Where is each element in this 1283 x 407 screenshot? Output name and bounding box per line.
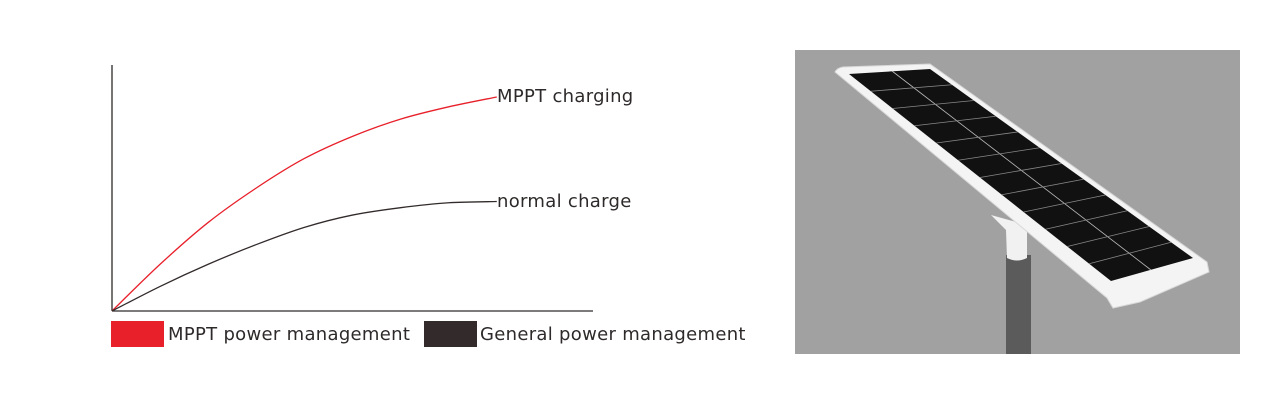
- legend-swatch-general: [424, 321, 477, 347]
- legend-swatch-mppt: [111, 321, 164, 347]
- legend-label-mppt: MPPT power management: [168, 324, 411, 345]
- series-end-label-mppt: MPPT charging: [497, 86, 634, 107]
- panel-cells: [849, 69, 1193, 281]
- series-end-label-normal: normal charge: [497, 191, 632, 212]
- pole: [1006, 255, 1031, 354]
- pole-bracket: [991, 215, 1027, 261]
- charging-curve-chart: [111, 65, 593, 312]
- solar-street-light-photo: [795, 50, 1240, 354]
- series-line-0: [111, 96, 497, 312]
- series-line-1: [111, 200, 497, 312]
- legend-label-general: General power management: [480, 324, 746, 345]
